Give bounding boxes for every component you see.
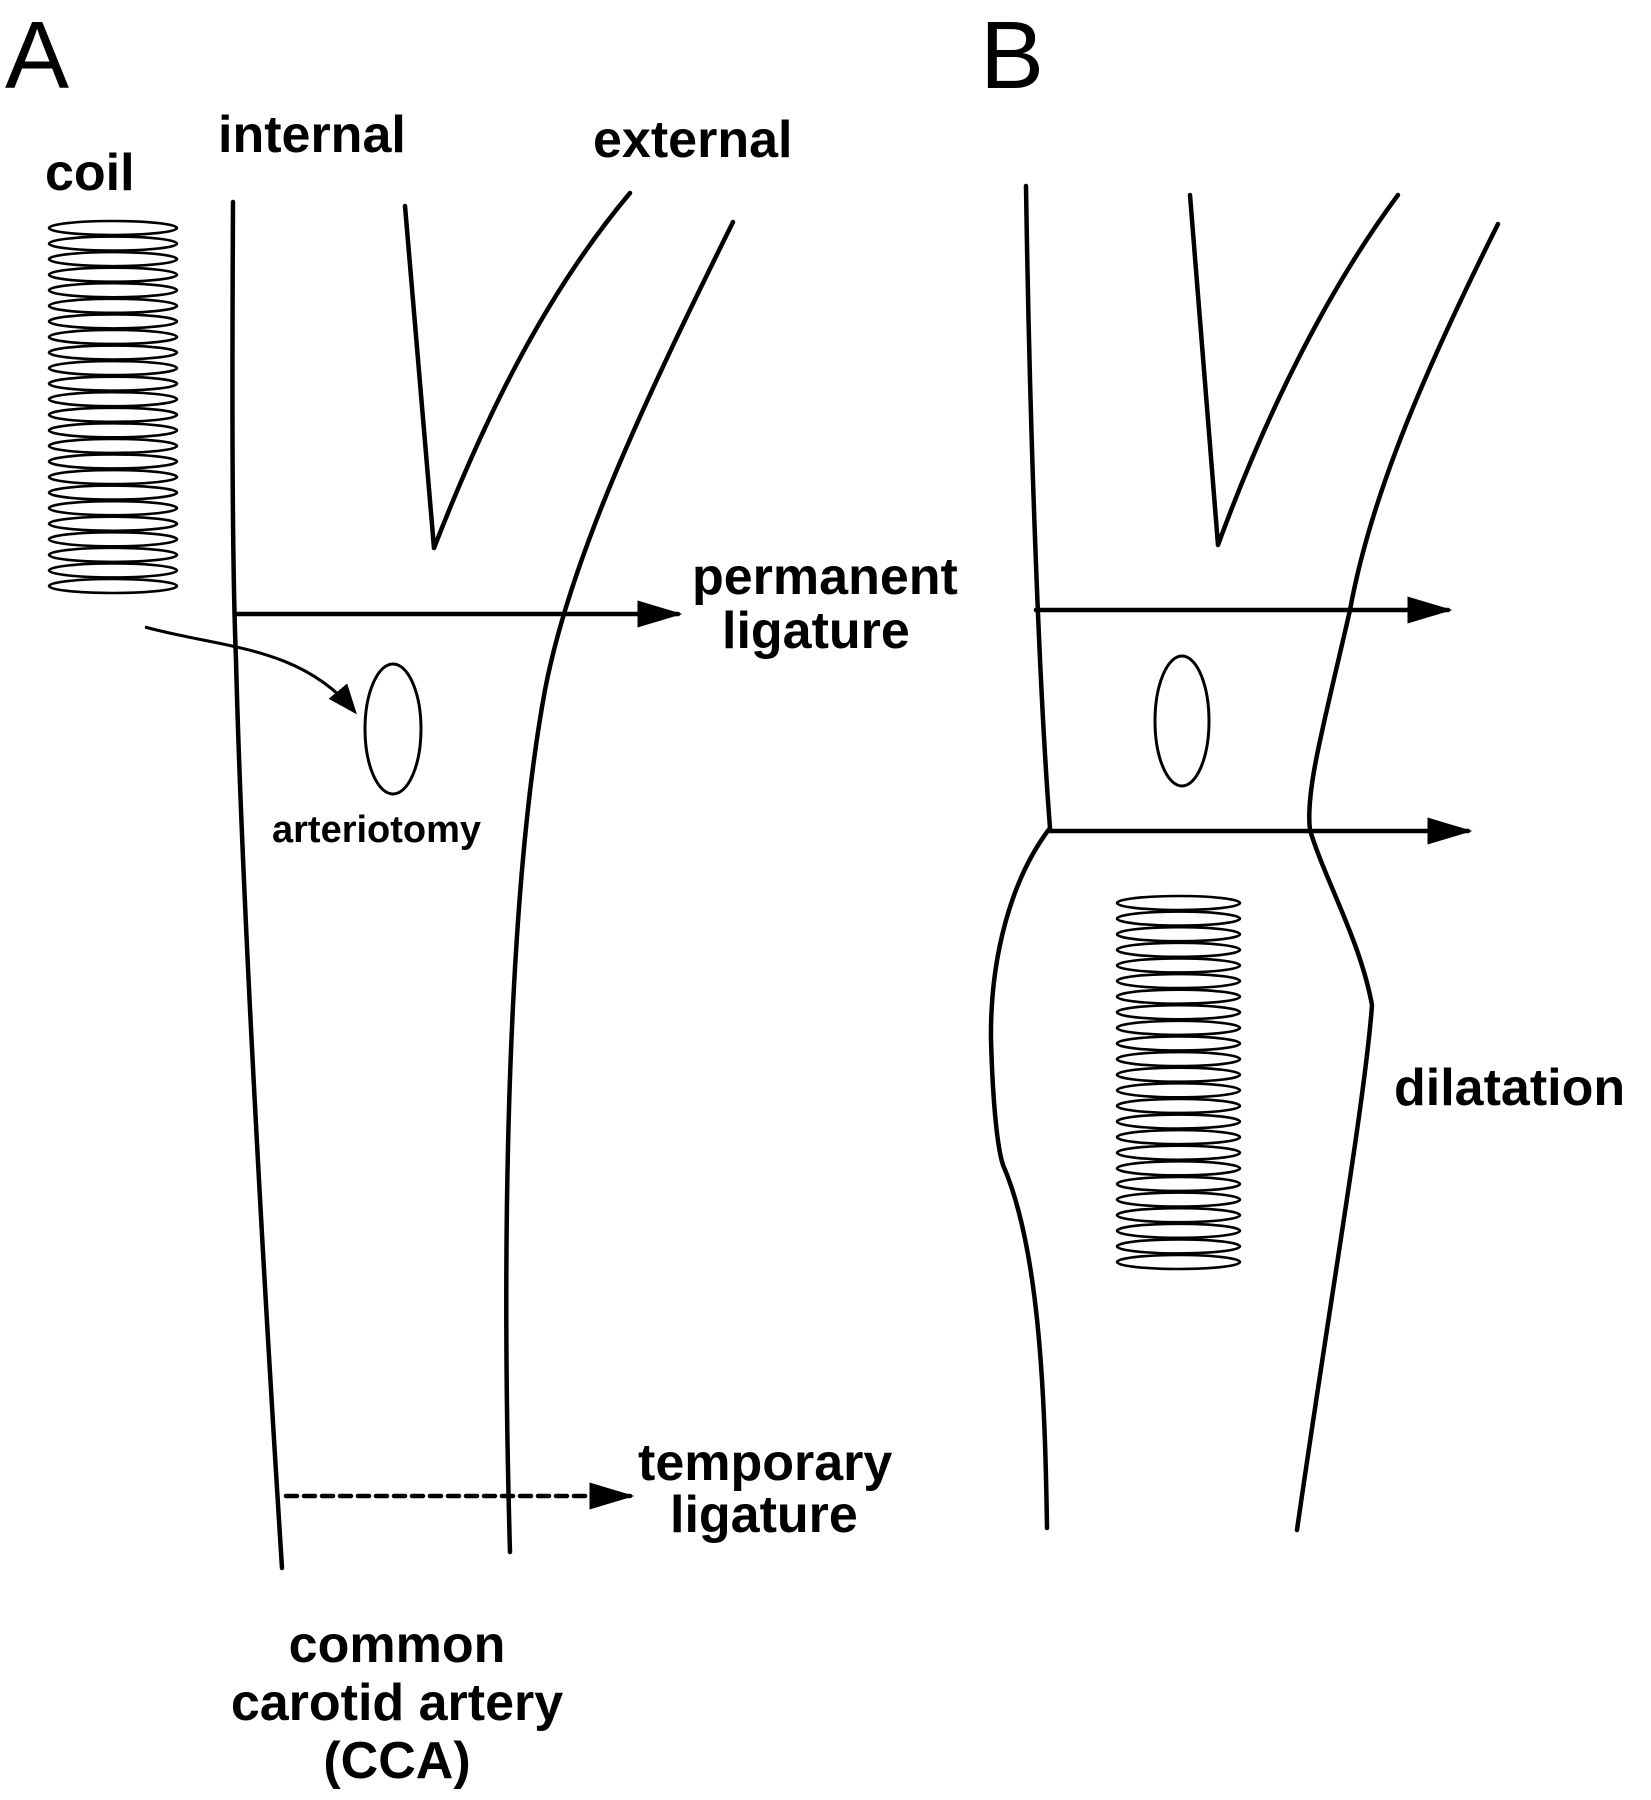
coil-ring [47, 313, 179, 330]
coil-ring [1115, 1019, 1242, 1037]
coil-ring [47, 437, 179, 455]
permanent-ligature-label-1: permanent [692, 548, 958, 606]
panel-a-letter: A [5, 2, 69, 109]
permanent-ligature-label-2: ligature [722, 602, 910, 660]
coil-ring [47, 422, 179, 439]
panel-b-right-wall [1294, 221, 1501, 1533]
coil-ring [1115, 910, 1242, 927]
coil-ring [47, 375, 179, 392]
internal-carotid-outer-wall [230, 199, 285, 1571]
panel-b: B dilatation [980, 2, 1625, 1533]
coil-ring [1115, 1144, 1242, 1162]
coil-ring [1115, 972, 1242, 990]
coil-ring [47, 281, 179, 299]
coil-ring [1115, 957, 1242, 974]
panel-a: A coil internal external permanent ligat… [5, 2, 958, 1790]
coil-ring [47, 515, 179, 533]
coil-ring [47, 344, 179, 361]
coil-ring [1115, 1206, 1242, 1224]
coil-ring [47, 297, 179, 315]
dilatation-label: dilatation [1394, 1059, 1625, 1117]
coil-ring [1115, 1128, 1242, 1146]
cca-label-3: (CCA) [323, 1732, 470, 1790]
coil-ring [1115, 1222, 1242, 1240]
coil-ring [47, 219, 179, 237]
coil-ring [47, 328, 179, 346]
coil-ring [1115, 1175, 1242, 1193]
panel-b-arteriotomy-ellipse [1153, 654, 1211, 788]
coil-ring [1115, 1003, 1242, 1021]
panel-b-letter: B [980, 2, 1044, 109]
coil-ring [47, 266, 179, 283]
coil-a-graphic [47, 219, 179, 595]
coil-ring [1115, 941, 1242, 959]
coil-ring [1115, 988, 1242, 1005]
coil-ring [1115, 1253, 1242, 1271]
coil-ring [47, 453, 179, 470]
coil-ring [1115, 1113, 1242, 1130]
coil-ring [47, 484, 179, 501]
coil-ring [1115, 1097, 1242, 1115]
coil-ring [47, 562, 179, 579]
coil-ring [47, 359, 179, 377]
bifurcation-wedge [402, 190, 633, 551]
arteriotomy-label: arteriotomy [272, 809, 481, 851]
coil-ring [1115, 925, 1242, 943]
coil-ring [47, 531, 179, 548]
coil-ring [47, 468, 179, 486]
coil-ring [47, 235, 179, 252]
cca-label-2: carotid artery [231, 1674, 563, 1732]
coil-ring [1115, 894, 1242, 912]
coil-ring [1115, 1035, 1242, 1052]
coil-ring [1115, 1050, 1242, 1068]
coil-ring [1115, 1066, 1242, 1083]
panel-b-bifurcation-wedge [1187, 192, 1401, 548]
arteriotomy-ellipse [363, 662, 423, 796]
internal-label: internal [218, 106, 406, 164]
temporary-ligature-label-1: temporary [638, 1434, 892, 1492]
coil-b-graphic [1115, 894, 1242, 1271]
panel-b-left-wall [988, 183, 1053, 1531]
coil-ring [1115, 1082, 1242, 1099]
coil-ring [47, 406, 179, 424]
coil-ring [47, 546, 179, 564]
coil-ring [47, 390, 179, 408]
coil-insertion-arrow [144, 625, 357, 715]
coil-ring [47, 577, 179, 595]
external-label: external [593, 111, 792, 169]
cca-label-1: common [289, 1616, 506, 1674]
external-carotid-outer-wall [504, 219, 736, 1555]
coil-label: coil [45, 144, 135, 202]
coil-ring [1115, 1160, 1242, 1177]
coil-ring [1115, 1191, 1242, 1208]
temporary-ligature-label-2: ligature [670, 1486, 858, 1544]
coil-ring [1115, 1238, 1242, 1255]
coil-ring [47, 250, 179, 268]
coil-ring [47, 499, 179, 517]
